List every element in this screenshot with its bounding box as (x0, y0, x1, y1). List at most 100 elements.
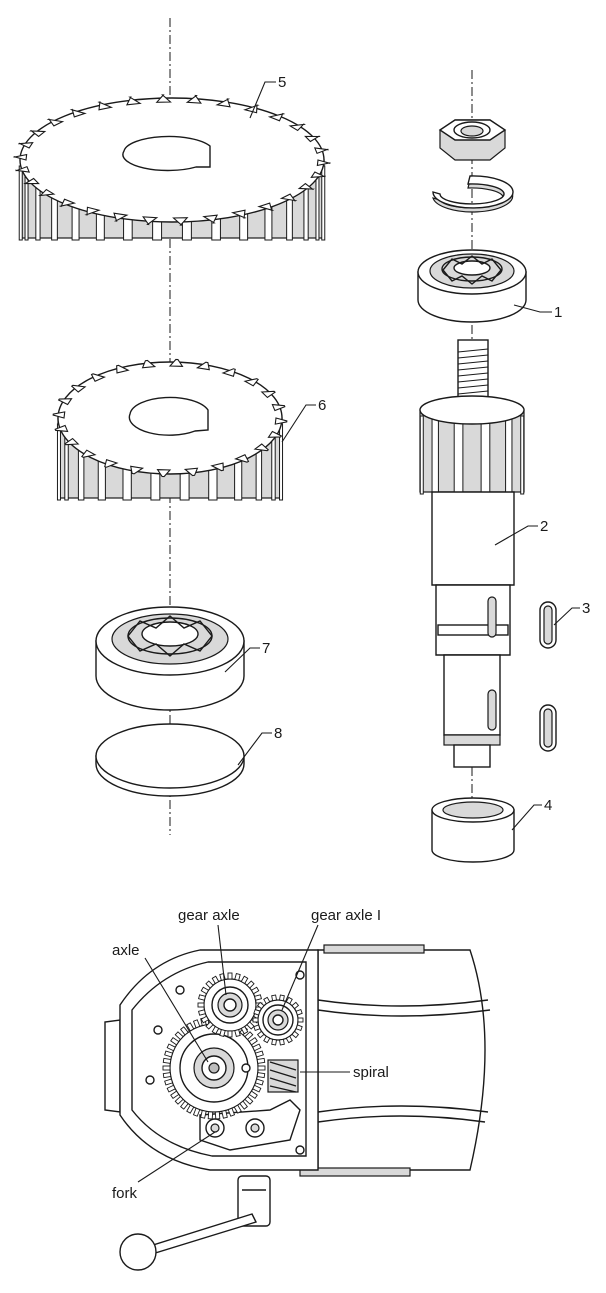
gear-tooth (431, 415, 439, 495)
gear-tooth (285, 1035, 293, 1044)
gear-tooth (172, 217, 189, 226)
gear-tooth (81, 449, 97, 458)
leader-2 (494, 525, 538, 546)
gear-tooth (263, 1035, 271, 1044)
gear-tooth (297, 1017, 304, 1023)
part-number-2: 2 (540, 518, 548, 535)
thread-line (457, 360, 489, 365)
gear-tooth (248, 1036, 258, 1046)
gear-tooth (253, 1024, 261, 1032)
gear-tooth (244, 1095, 254, 1105)
gear-tooth (230, 209, 247, 219)
gear-tooth (13, 153, 28, 161)
gear-tooth (29, 129, 47, 138)
gear-tooth (155, 94, 172, 103)
gear-6-top-teeth (52, 358, 288, 478)
gear-tooth (210, 462, 224, 472)
gear-tooth (253, 1008, 261, 1016)
bearing-1 (417, 249, 527, 323)
gear-tooth (240, 975, 249, 985)
gear-tooth (211, 975, 220, 985)
label-fork: fork (112, 1185, 138, 1202)
part-number-7: 7 (262, 640, 270, 657)
gear-tooth (297, 182, 315, 191)
leader-1 (513, 304, 552, 313)
gear-tooth (180, 1100, 189, 1110)
thread-line (457, 366, 489, 371)
gear-tooth (84, 206, 101, 216)
gear-tooth (278, 994, 285, 1002)
gear-tooth (246, 1021, 255, 1030)
gear-tooth (164, 1078, 174, 1086)
thread-line (457, 354, 489, 359)
gear-tooth (234, 454, 250, 463)
gear-tooth (271, 1038, 278, 1046)
gear-tooth (197, 1002, 205, 1008)
gear-tooth (244, 1031, 254, 1041)
gear-tooth (256, 1057, 266, 1064)
gear-tooth (200, 986, 210, 995)
gear-tooth (195, 361, 210, 371)
gear-tooth (227, 972, 233, 980)
leader-6 (281, 404, 316, 443)
gear-tooth (279, 193, 298, 202)
label-axle: axle (112, 942, 140, 959)
gear-tooth (285, 996, 293, 1005)
gear-tooth (215, 98, 231, 108)
hex-nut (438, 119, 507, 161)
label-gear-axle: gear axle (178, 907, 240, 924)
gear-tooth (480, 415, 491, 495)
gear-tooth (419, 415, 424, 495)
gear-tooth (211, 1025, 220, 1035)
gear-tooth (288, 123, 306, 132)
gear-tooth (310, 171, 326, 178)
gear-tooth (198, 994, 206, 1001)
gear-tooth (316, 159, 331, 167)
gear-tooth (254, 1078, 264, 1086)
gear-tooth (221, 1109, 228, 1119)
gear-5-keyed-bore (122, 135, 211, 172)
gear-tooth (23, 177, 40, 185)
gear-tooth (54, 424, 69, 433)
gear-tooth (295, 1008, 303, 1016)
gear-tooth (58, 198, 77, 208)
gear-tooth (162, 1072, 172, 1079)
spiral-worm (267, 1059, 299, 1093)
gear-tooth (248, 1090, 258, 1100)
gear-tooth (256, 1030, 265, 1039)
thread-line (457, 348, 489, 353)
thread-line (457, 372, 489, 377)
leader-7 (224, 647, 260, 673)
gear-tooth (69, 108, 87, 118)
shaft-threads (457, 348, 489, 395)
thread-line (457, 390, 489, 395)
label-gear-axle-i: gear axle I (311, 907, 381, 924)
gear-tooth (162, 1057, 172, 1064)
key-3-upper (539, 601, 557, 649)
gear-tooth (252, 1043, 262, 1052)
gear-tooth (267, 430, 283, 438)
gear-tooth (278, 1038, 285, 1046)
leader-3 (553, 607, 580, 626)
gear-tooth (291, 1030, 300, 1039)
gear-tooth (505, 415, 513, 495)
gear-tooth (57, 398, 73, 406)
gear-tooth (186, 1104, 195, 1114)
gear-tooth (453, 415, 464, 495)
gear-tooth (166, 1043, 176, 1052)
gear-tooth (170, 1036, 180, 1046)
gear-tooth (192, 1019, 201, 1029)
gear-tooth (141, 359, 157, 369)
part-number-8: 8 (274, 725, 282, 742)
gear-tooth (252, 1017, 259, 1023)
part-number-6: 6 (318, 397, 326, 414)
bushing-4 (431, 797, 515, 863)
gear-tooth (90, 373, 106, 382)
gear-tooth (267, 112, 286, 122)
gear-tooth (271, 994, 278, 1002)
gear-tooth (164, 1050, 174, 1058)
gear-tooth (38, 188, 56, 197)
gear-tooth (46, 118, 65, 127)
gear-tooth (192, 1107, 201, 1117)
gear-tooth (250, 986, 260, 995)
